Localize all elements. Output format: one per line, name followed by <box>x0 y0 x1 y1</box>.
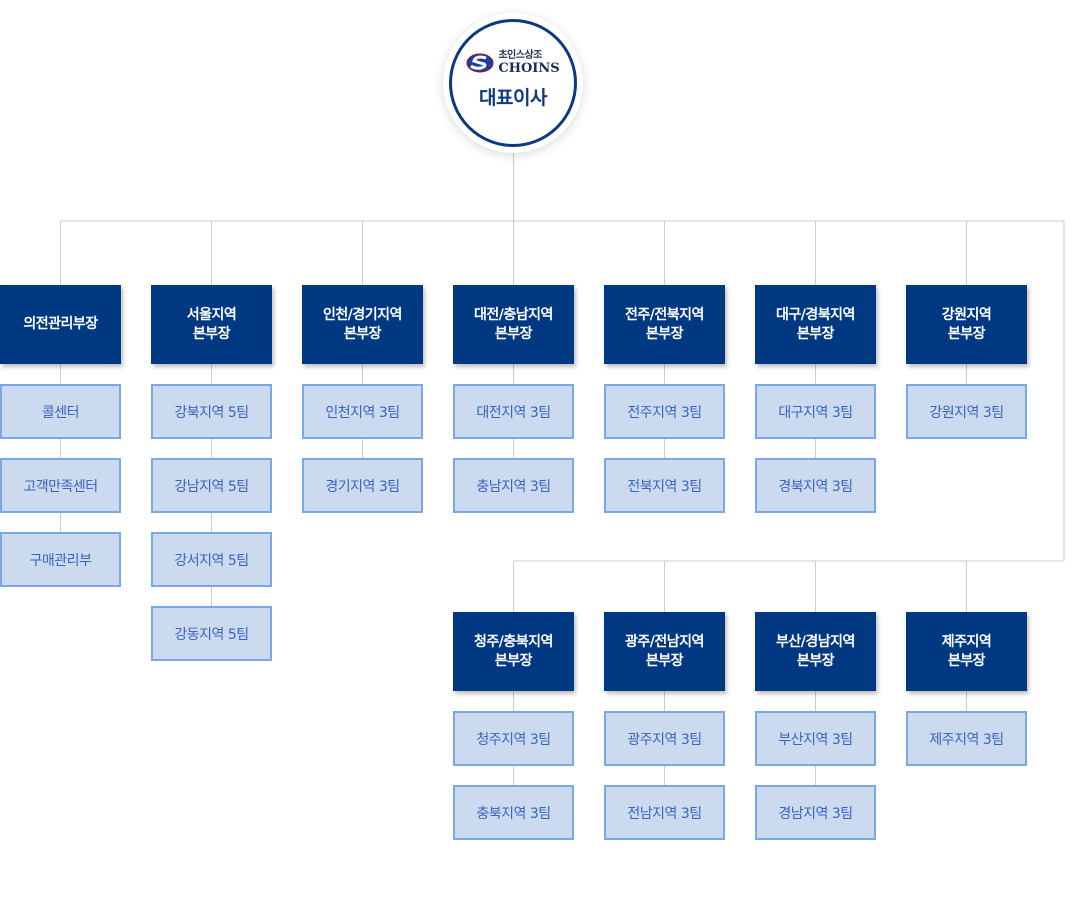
team-box: 부산지역 3팀 <box>755 711 876 766</box>
dept-head-label-line: 본부장 <box>343 325 382 342</box>
dept-head-label-line: 전주/전북지역 <box>625 306 704 323</box>
team-box: 충남지역 3팀 <box>453 458 574 513</box>
team-box: 청주지역 3팀 <box>453 711 574 766</box>
choins-logo-icon <box>466 53 494 72</box>
team-box: 강원지역 3팀 <box>906 384 1027 439</box>
ceo-node-inner: 초인스상조 CHOINS 대표이사 <box>449 19 577 147</box>
dept-head-label-line: 본부장 <box>947 652 986 669</box>
team-box: 광주지역 3팀 <box>604 711 725 766</box>
team-box: 콜센터 <box>0 384 121 439</box>
dept-head-label-line: 본부장 <box>494 652 533 669</box>
dept-head-label-line: 광주/전남지역 <box>625 633 704 650</box>
choins-logo: 초인스상조 CHOINS <box>466 49 560 76</box>
dept-head-label-line: 대전/충남지역 <box>474 306 553 323</box>
dept-head-label-line: 제주지역 <box>941 633 992 650</box>
ceo-title: 대표이사 <box>479 86 547 109</box>
dept-head-label-line: 본부장 <box>947 325 986 342</box>
team-box: 구매관리부 <box>0 532 121 587</box>
dept-head-label-line: 본부장 <box>645 652 684 669</box>
dept-head-label-line: 본부장 <box>796 325 835 342</box>
team-box: 강북지역 5팀 <box>151 384 272 439</box>
team-box: 충북지역 3팀 <box>453 785 574 840</box>
team-box: 전북지역 3팀 <box>604 458 725 513</box>
team-box: 인천지역 3팀 <box>302 384 423 439</box>
dept-head-row1-0: 의전관리부장 <box>0 285 121 364</box>
team-box: 전주지역 3팀 <box>604 384 725 439</box>
team-box: 강남지역 5팀 <box>151 458 272 513</box>
dept-head-label-line: 청주/충북지역 <box>474 633 553 650</box>
dept-head-label-line: 강원지역 <box>941 306 992 323</box>
team-box: 제주지역 3팀 <box>906 711 1027 766</box>
dept-head-label-line: 인천/경기지역 <box>323 306 402 323</box>
logo-english-text: CHOINS <box>498 60 560 76</box>
team-box: 경북지역 3팀 <box>755 458 876 513</box>
team-box: 전남지역 3팀 <box>604 785 725 840</box>
ceo-node: 초인스상조 CHOINS 대표이사 <box>443 13 583 153</box>
dept-head-label-line: 본부장 <box>192 325 231 342</box>
dept-head-label-line: 본부장 <box>494 325 533 342</box>
dept-head-label-line: 본부장 <box>645 325 684 342</box>
dept-head-label-line: 의전관리부장 <box>23 316 98 333</box>
team-box: 대전지역 3팀 <box>453 384 574 439</box>
dept-head-label-line: 서울지역 <box>186 306 237 323</box>
team-box: 강서지역 5팀 <box>151 532 272 587</box>
team-box: 경남지역 3팀 <box>755 785 876 840</box>
team-box: 경기지역 3팀 <box>302 458 423 513</box>
dept-head-label-line: 본부장 <box>796 652 835 669</box>
dept-head-label: 의전관리부장 <box>23 315 98 334</box>
team-box: 강동지역 5팀 <box>151 606 272 661</box>
team-box: 대구지역 3팀 <box>755 384 876 439</box>
dept-head-label-line: 대구/경북지역 <box>776 306 855 323</box>
team-box: 고객만족센터 <box>0 458 121 513</box>
logo-korean-text: 초인스상조 <box>498 49 542 61</box>
dept-head-label-line: 부산/경남지역 <box>776 633 855 650</box>
